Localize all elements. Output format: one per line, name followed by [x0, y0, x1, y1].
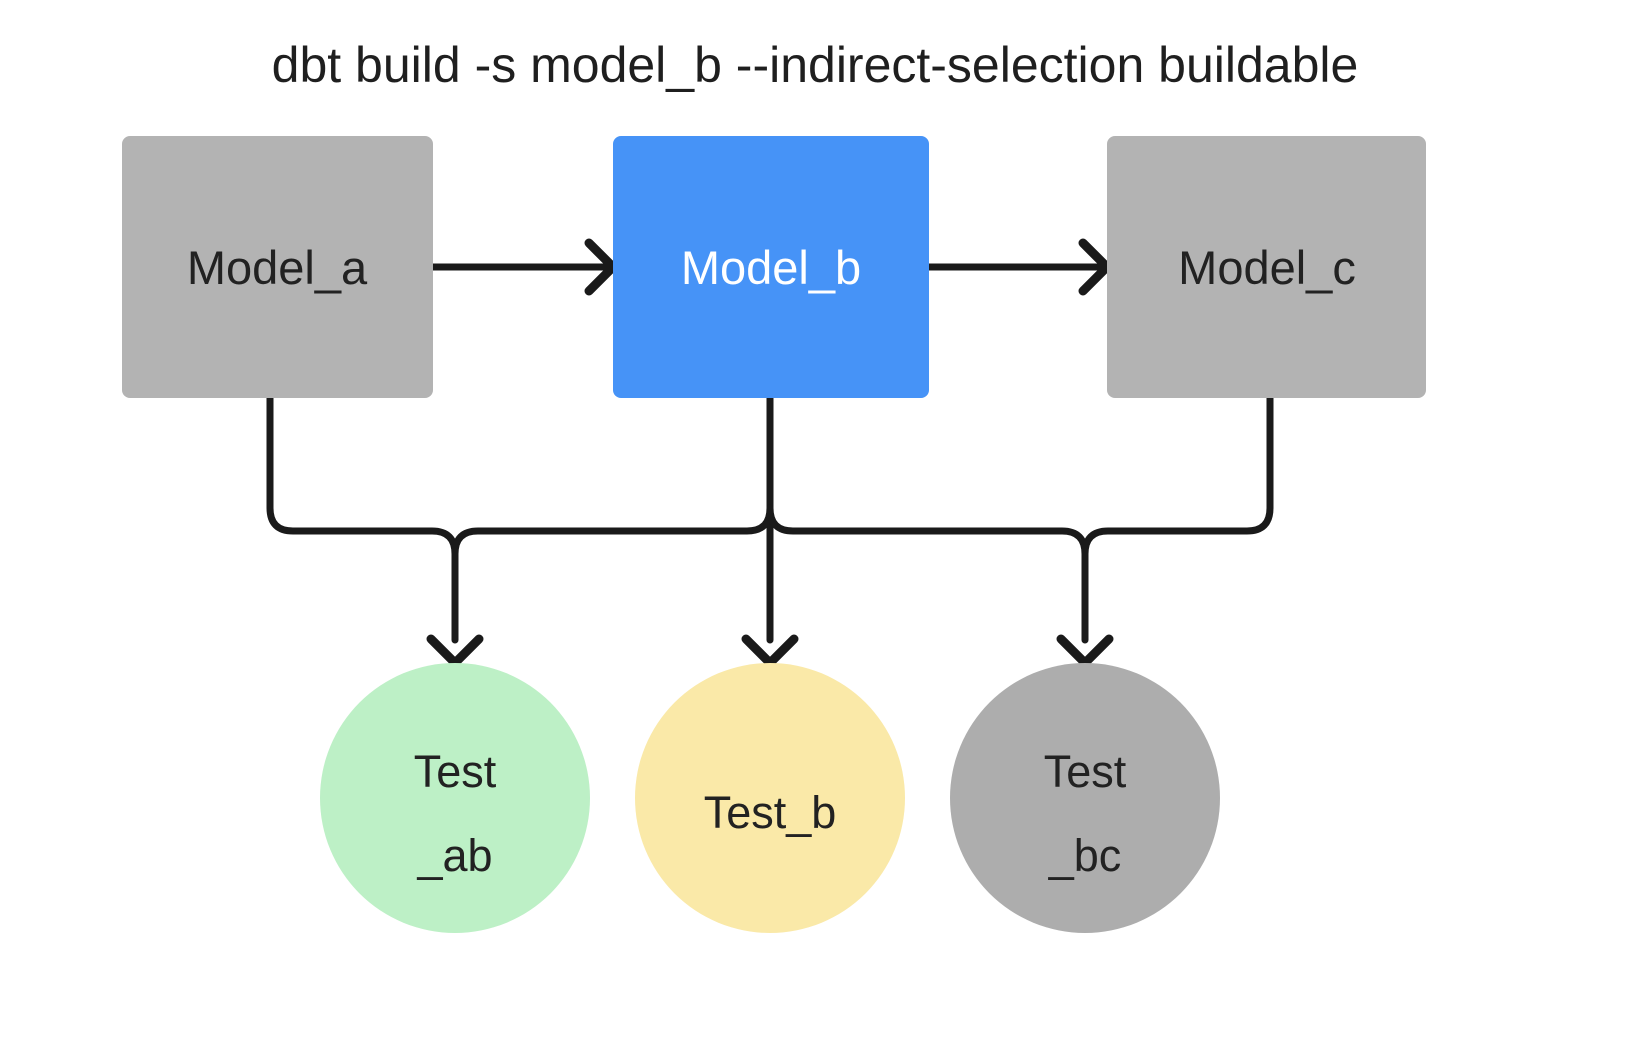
- diagram-title: dbt build -s model_b --indirect-selectio…: [272, 37, 1359, 93]
- node-model-b[interactable]: Model_b: [613, 136, 929, 398]
- node-test-ab-circle[interactable]: [320, 663, 590, 933]
- node-test-bc-label-line2: _bc: [1048, 830, 1122, 881]
- node-test-bc-circle[interactable]: [950, 663, 1220, 933]
- node-model-a-label: Model_a: [187, 241, 368, 294]
- node-test-b[interactable]: Test_b: [635, 663, 905, 933]
- node-test-ab-label-line2: _ab: [416, 830, 492, 881]
- node-test-b-label-line1: Test_b: [704, 787, 837, 838]
- node-test-ab[interactable]: Test _ab: [320, 663, 590, 933]
- node-model-c-label: Model_c: [1178, 241, 1356, 294]
- node-model-a[interactable]: Model_a: [122, 136, 433, 398]
- node-model-b-box[interactable]: [613, 136, 929, 398]
- edge-group-model-to-test: [266, 394, 1274, 644]
- node-model-b-label: Model_b: [681, 241, 861, 294]
- edge-model-a-to-bus: [266, 394, 459, 644]
- node-test-bc[interactable]: Test _bc: [950, 663, 1220, 933]
- edge-model-b-to-test-ab: [451, 504, 774, 558]
- node-test-bc-label-line1: Test: [1044, 746, 1127, 797]
- node-model-c-box[interactable]: [1107, 136, 1426, 398]
- node-model-a-box[interactable]: [122, 136, 433, 398]
- node-test-ab-label-line1: Test: [414, 746, 497, 797]
- node-test-b-circle[interactable]: [635, 663, 905, 933]
- edge-model-b-to-test-bc: [766, 504, 1089, 644]
- edge-model-c-to-bus: [1081, 394, 1274, 558]
- node-model-c[interactable]: Model_c: [1107, 136, 1426, 398]
